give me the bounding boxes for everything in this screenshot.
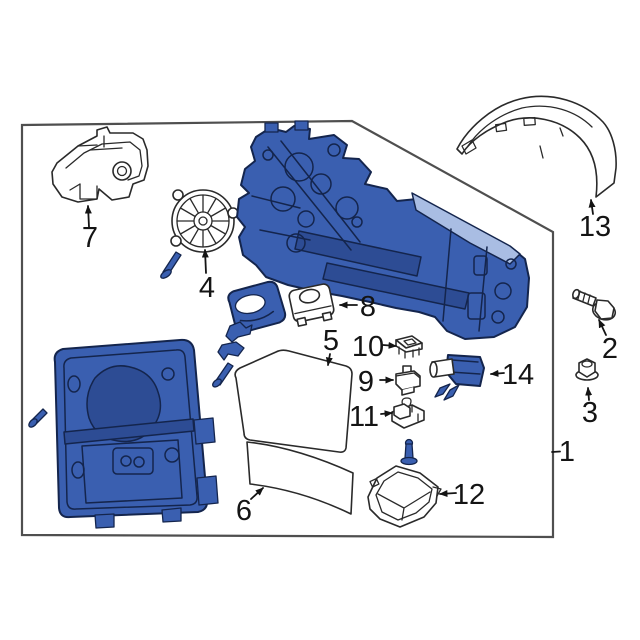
part-9-clip: [395, 365, 421, 396]
part-label-8: 8: [360, 291, 376, 323]
screw-blue-lower: [212, 362, 234, 388]
tick-to-part-1: [551, 450, 561, 453]
assembly-mechanism-details: [251, 140, 517, 332]
push-pin-blue: [400, 438, 418, 466]
part-12-glass-holder: [367, 465, 442, 528]
part-11-clip: [391, 397, 425, 429]
part-label-11: 11: [349, 401, 379, 433]
callout-arrows: [84, 199, 607, 500]
part-label-12: 12: [453, 479, 485, 511]
arrow-to-part-3: [585, 387, 593, 401]
retainer-clip-blue-a: [225, 321, 253, 343]
arrow-to-part-13: [588, 199, 596, 215]
arrow-to-part-7: [84, 205, 92, 228]
arrow-to-part-4: [201, 249, 209, 274]
mirror-main-assembly: [236, 120, 530, 340]
part-label-13: 13: [579, 211, 611, 243]
part-label-1: 1: [559, 436, 575, 468]
arrow-to-part-2: [598, 319, 607, 336]
part-8-clip-nut: [288, 283, 335, 327]
retainer-clip-blue-b: [217, 341, 245, 361]
arrow-to-part-5: [325, 353, 333, 366]
part-label-14: 14: [502, 359, 534, 391]
part-label-7: 7: [82, 222, 98, 254]
part-label-9: 9: [358, 366, 374, 398]
part-label-5: 5: [323, 325, 339, 357]
part-5-mirror-glass: [234, 349, 353, 453]
arrow-to-part-11: [380, 410, 393, 418]
part-label-10: 10: [352, 331, 384, 363]
part-13-mirror-cap: [456, 95, 617, 198]
motor-spokes: [176, 194, 230, 248]
screw-blue-left: [28, 408, 48, 428]
mirror-glass-edge: [411, 192, 521, 265]
part-7-mounting-bracket: [51, 126, 149, 203]
arrow-to-part-6: [250, 487, 264, 500]
arrow-to-part-10: [382, 341, 397, 349]
part-2-bolt: [571, 288, 617, 321]
puddle-lamp-housing: [227, 280, 287, 334]
part-label-4: 4: [199, 272, 215, 304]
part-label-3: 3: [582, 397, 598, 429]
part-number-labels: 7 4 8 5 10 9 11 6 12 13 2 3 14 1: [82, 211, 618, 527]
screw-near-part-4: [160, 251, 182, 279]
part-6-spotter-glass: [246, 441, 354, 515]
arrow-to-part-12: [439, 490, 457, 498]
mirror-housing-panel: [53, 338, 219, 529]
arrow-to-part-14: [490, 369, 505, 377]
part-14-connector: [429, 354, 485, 401]
part-label-6: 6: [236, 495, 252, 527]
part-4-mirror-motor: [170, 189, 239, 253]
part-3-nut: [575, 358, 599, 381]
part-label-2: 2: [602, 333, 618, 365]
